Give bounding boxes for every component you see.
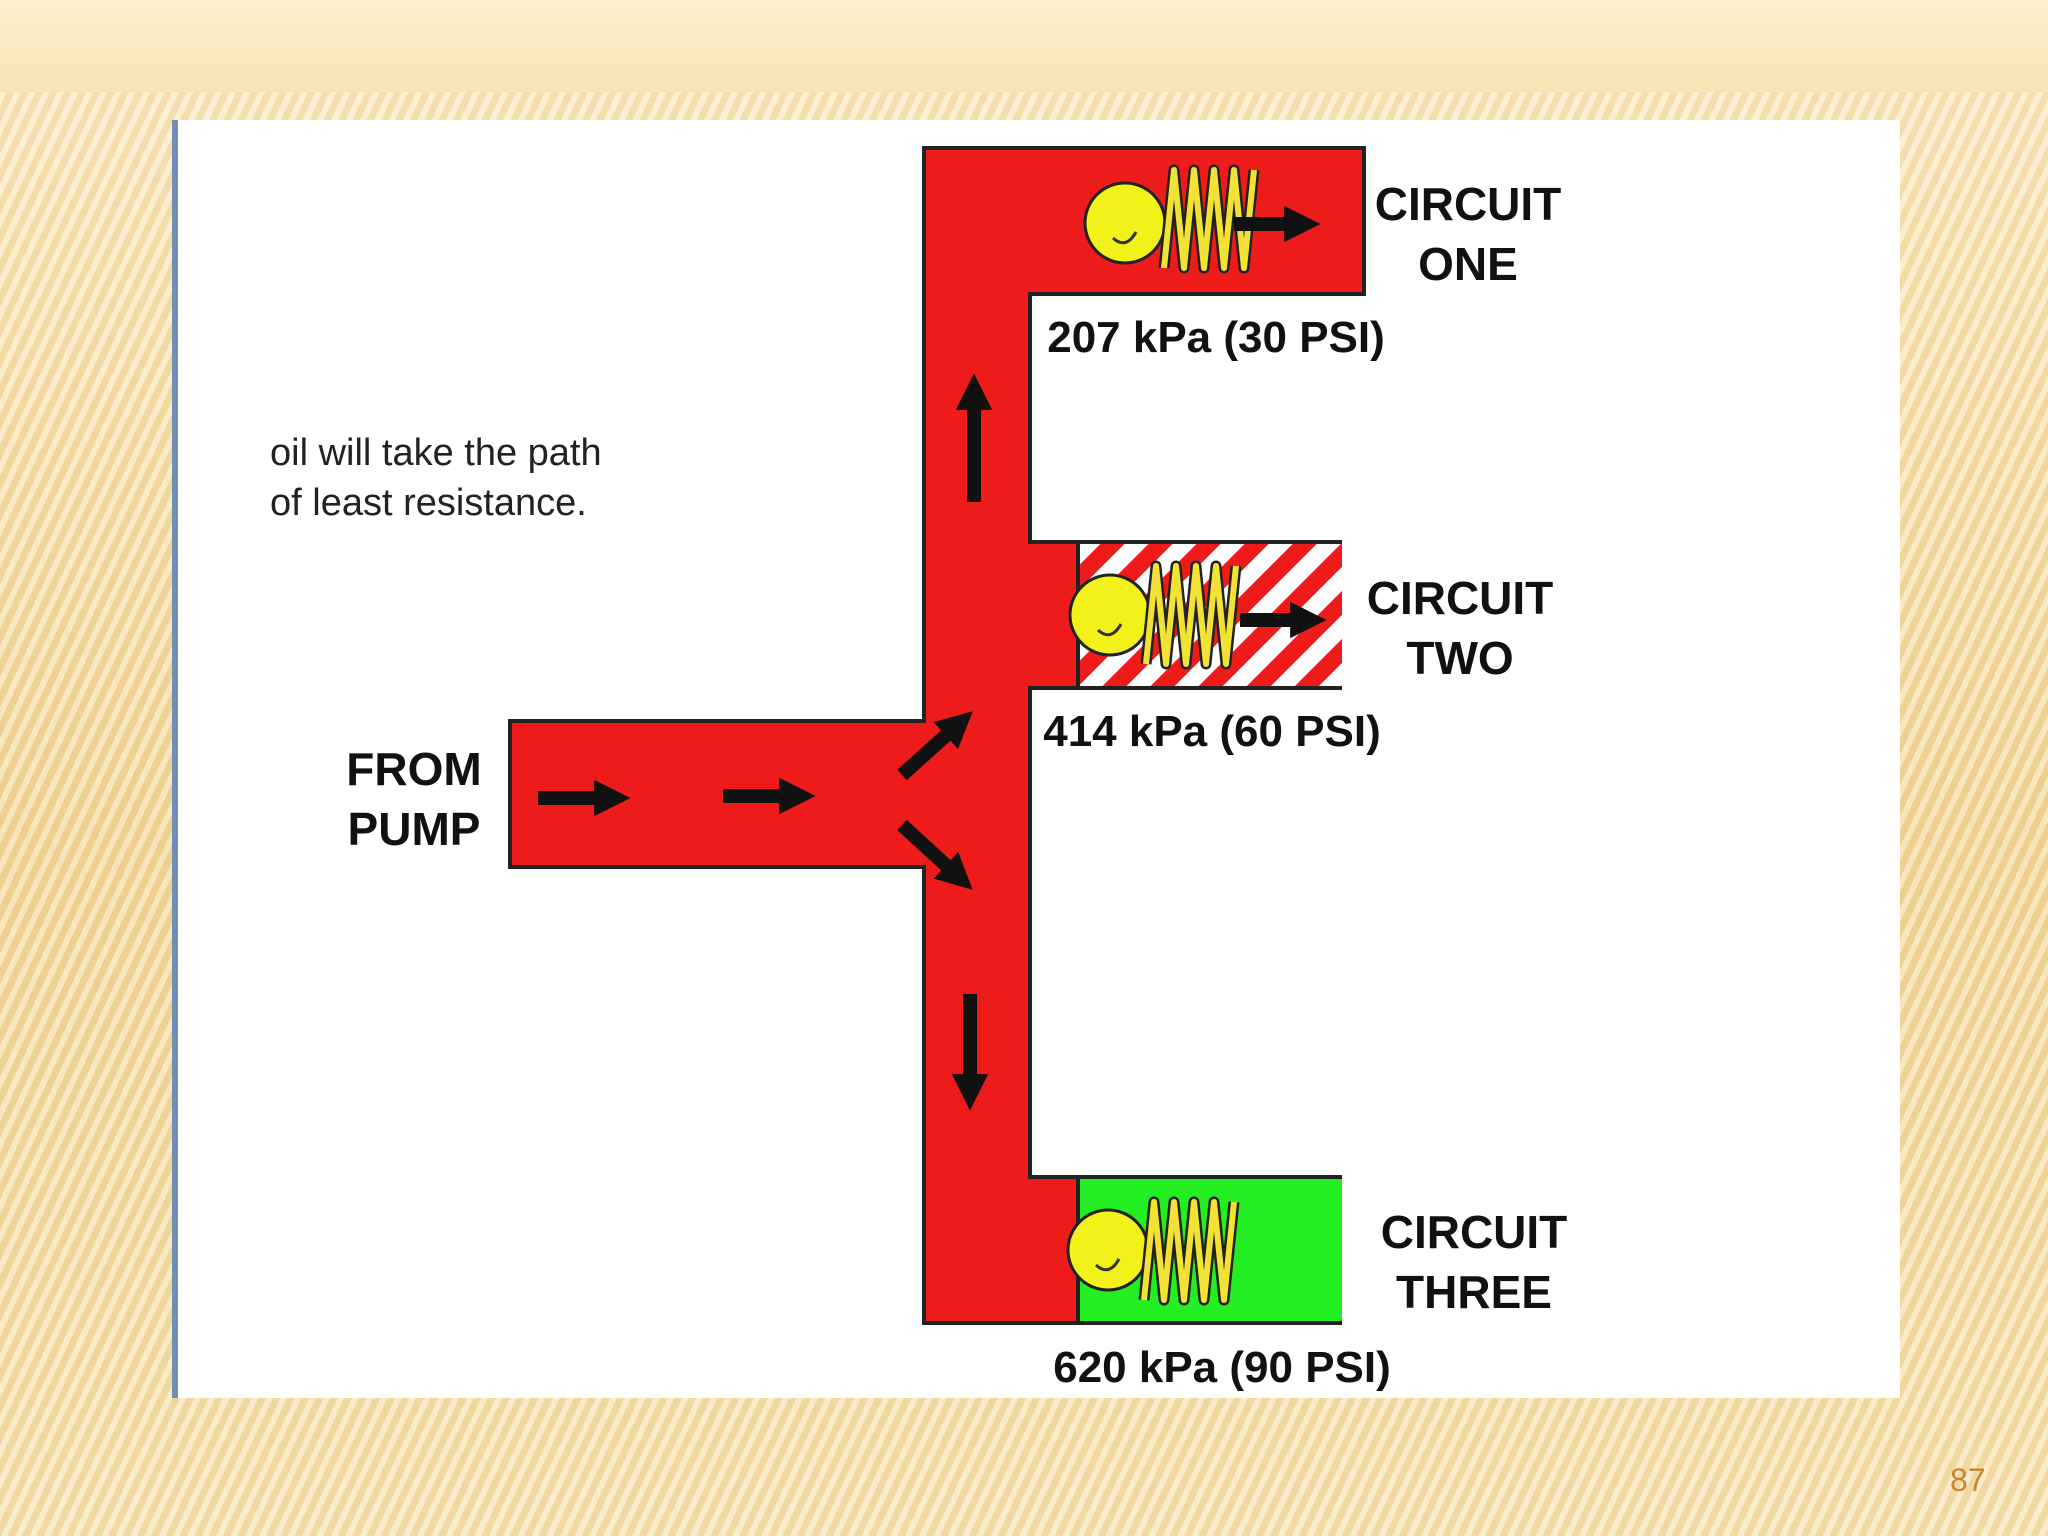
page-number: 87 (1950, 1462, 1986, 1498)
note-line: oil will take the path (270, 432, 602, 474)
circuit-two-name: CIRCUIT (1367, 572, 1554, 624)
circuit-three-pressure: 620 kPa (90 PSI) (1053, 1343, 1391, 1392)
circuit-one-relief-valve (1083, 164, 1260, 274)
flow-arrow-icon (897, 819, 973, 890)
circuit-one-pressure: 207 kPa (30 PSI) (1047, 313, 1385, 362)
circuit-one-name: ONE (1418, 238, 1518, 290)
flow-arrow-icon (897, 711, 973, 781)
circuit-three-name: CIRCUIT (1381, 1206, 1568, 1258)
circuit-three-name: THREE (1396, 1266, 1552, 1318)
check-ball-icon (1066, 1208, 1150, 1292)
from-pump-label: PUMP (348, 803, 481, 855)
circuit-two-pressure: 414 kPa (60 PSI) (1043, 707, 1381, 756)
circuit-three-relief-valve (1066, 1196, 1240, 1306)
oil-circuit-diagram: FROM PUMP CIRCUIT ONE 207 kPa (30 PSI) C… (346, 146, 1568, 1392)
explanation-note: oil will take the path of least resistan… (270, 428, 770, 528)
circuit-two-relief-valve (1068, 560, 1242, 670)
check-ball-icon (1083, 181, 1167, 265)
check-ball-icon (1068, 573, 1152, 657)
slide-content-frame: FROM PUMP CIRCUIT ONE 207 kPa (30 PSI) C… (172, 120, 1900, 1398)
slide-top-band (0, 0, 2048, 92)
circuit-two-name: TWO (1406, 632, 1513, 684)
note-line: of least resistance. (270, 482, 587, 524)
from-pump-label: FROM (346, 743, 481, 795)
circuit-one-name: CIRCUIT (1375, 178, 1562, 230)
